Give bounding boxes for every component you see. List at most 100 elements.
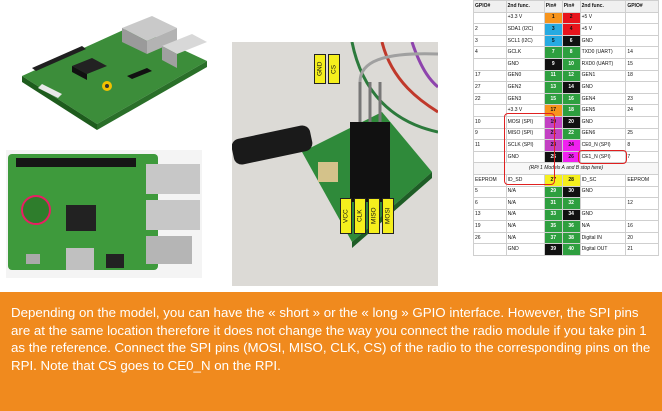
table-cell: 9 — [473, 127, 507, 141]
table-cell: N/A — [505, 231, 545, 245]
table-cell: 16 — [625, 220, 659, 233]
table-cell: MOSI (SPI) — [505, 115, 545, 129]
table-cell: SCLK (SPI) — [505, 139, 545, 152]
table-cell: 19 — [473, 220, 507, 233]
table-cell: 24 — [561, 139, 581, 152]
table-cell — [625, 115, 659, 129]
table-cell: EEPROM — [625, 173, 659, 187]
table-cell: 32 — [561, 197, 581, 210]
table-cell: GPIO# — [625, 0, 659, 13]
table-cell: 3 — [543, 23, 563, 36]
table-cell — [625, 34, 659, 48]
table-cell: 27 — [473, 81, 507, 94]
table-cell: 10 — [561, 57, 581, 71]
table-cell: GEN1 — [579, 69, 627, 83]
table-cell: GEN2 — [505, 81, 545, 94]
table-cell: 21 — [543, 127, 563, 141]
table-cell: 22 — [561, 127, 581, 141]
table-cell: 36 — [561, 220, 581, 233]
table-cell: 8 — [561, 46, 581, 59]
table-cell: 35 — [543, 220, 563, 233]
table-cell: 6 — [473, 197, 507, 210]
table-cell: 15 — [625, 57, 659, 71]
table-cell: GEN0 — [505, 69, 545, 83]
table-cell: +3.3 V — [505, 104, 545, 117]
table-cell: 2 — [561, 11, 581, 25]
table-cell: SCL1 (I2C) — [505, 34, 545, 48]
table-cell: 11 — [543, 69, 563, 83]
table-cell: 20 — [625, 231, 659, 245]
table-cell: 6 — [561, 34, 581, 48]
table-header-row: GPIO#2nd func.Pin#Pin#2nd func.GPIO# — [473, 0, 659, 13]
table-cell: 4 — [561, 23, 581, 36]
table-cell: 26 — [561, 150, 581, 164]
table-cell: GEN4 — [579, 92, 627, 106]
table-cell: 11 — [473, 139, 507, 152]
table-cell: GPIO# — [473, 0, 507, 13]
table-cell: Digital OUT — [579, 243, 627, 257]
table-cell: GEN3 — [505, 92, 545, 106]
table-cell: 21 — [625, 243, 659, 257]
table-cell: GND — [579, 115, 627, 129]
table-cell: SDA1 (I2C) — [505, 23, 545, 36]
table-cell: GND — [579, 34, 627, 48]
table-cell: MISO (SPI) — [505, 127, 545, 141]
table-cell: 12 — [625, 197, 659, 210]
table-cell — [473, 11, 507, 25]
table-cell: Pin# — [543, 0, 563, 13]
table-cell: 8 — [625, 139, 659, 152]
table-cell: +5 V — [579, 23, 627, 36]
table-cell: 5 — [473, 185, 507, 199]
radio-module-photo: GND CS VCC CLK MISO MOSI — [232, 42, 438, 286]
table-cell: 39 — [543, 243, 563, 257]
table-cell — [625, 185, 659, 199]
table-cell: 3 — [473, 34, 507, 48]
table-cell: 13 — [473, 208, 507, 222]
table-cell: 17 — [473, 69, 507, 83]
table-cell: GEN6 — [579, 127, 627, 141]
table-cell: 16 — [561, 92, 581, 106]
table-cell: 9 — [543, 57, 563, 71]
table-cell: CE1_N (SPI) — [579, 150, 627, 164]
table-cell: +5 V — [579, 11, 627, 25]
table-cell: 12 — [561, 69, 581, 83]
table-note-row: (RPi 1 Models A and B stop here) — [473, 162, 659, 175]
table-note: (RPi 1 Models A and B stop here) — [473, 162, 659, 175]
gpio-pinout-table: GPIO#2nd func.Pin#Pin#2nd func.GPIO#+3.3… — [473, 0, 659, 257]
table-cell: RXD0 (UART) — [579, 57, 627, 71]
table-cell — [625, 208, 659, 222]
table-cell: GCLK — [505, 46, 545, 59]
table-cell: 4 — [473, 46, 507, 59]
table-cell — [625, 11, 659, 25]
table-cell: 19 — [543, 115, 563, 129]
table-cell: 24 — [625, 104, 659, 117]
table-cell: GND — [579, 81, 627, 94]
module-label-gnd: GND — [314, 54, 326, 84]
raspberry-pi-2-photo — [6, 150, 202, 278]
table-cell: 18 — [625, 69, 659, 83]
table-cell: 38 — [561, 231, 581, 245]
table-cell: 2 — [473, 23, 507, 36]
table-cell: N/A — [505, 197, 545, 210]
table-cell: 33 — [543, 208, 563, 222]
module-label-miso: MISO — [368, 198, 380, 234]
table-cell: GND — [505, 150, 545, 164]
table-cell: TXD0 (UART) — [579, 46, 627, 59]
table-cell: 34 — [561, 208, 581, 222]
table-cell: 17 — [543, 104, 563, 117]
